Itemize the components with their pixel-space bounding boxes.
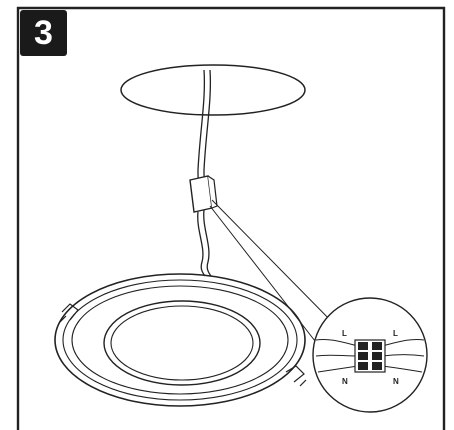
ceiling-hole bbox=[120, 64, 306, 116]
step-number-badge: 3 bbox=[20, 10, 67, 56]
leader-line-lower bbox=[209, 205, 323, 351]
luminaire-diffuser-rim bbox=[103, 300, 261, 386]
junction-box-face bbox=[207, 175, 218, 209]
label-live-right: L bbox=[393, 329, 398, 338]
detail-wire-left-top bbox=[315, 339, 359, 347]
detail-wire-right-top bbox=[381, 339, 425, 347]
luminaire-outer-ring bbox=[54, 273, 306, 407]
label-neutral-left: N bbox=[342, 377, 348, 386]
terminal-5 bbox=[358, 362, 368, 370]
leader-line-upper bbox=[211, 199, 341, 331]
label-neutral-right: N bbox=[393, 377, 399, 386]
luminaire-bezel-inner bbox=[71, 285, 289, 395]
driver-cable-edge bbox=[203, 209, 212, 277]
label-live-left: L bbox=[342, 329, 347, 338]
terminal-4 bbox=[372, 352, 382, 360]
luminaire-diffuser bbox=[110, 305, 254, 381]
detail-wire-right-bottom bbox=[381, 365, 423, 373]
terminal-2 bbox=[372, 342, 382, 350]
terminal-1 bbox=[358, 342, 368, 350]
terminal-6 bbox=[372, 362, 382, 370]
detail-wire-left-mid bbox=[315, 354, 359, 357]
detail-wire-right-mid bbox=[381, 354, 425, 357]
driver-cable bbox=[197, 211, 206, 277]
frame-border bbox=[16, 6, 446, 430]
spring-clip-left bbox=[59, 303, 79, 323]
spring-clip-right bbox=[285, 365, 307, 387]
terminal-3 bbox=[358, 352, 368, 360]
luminaire-bezel bbox=[62, 279, 298, 401]
